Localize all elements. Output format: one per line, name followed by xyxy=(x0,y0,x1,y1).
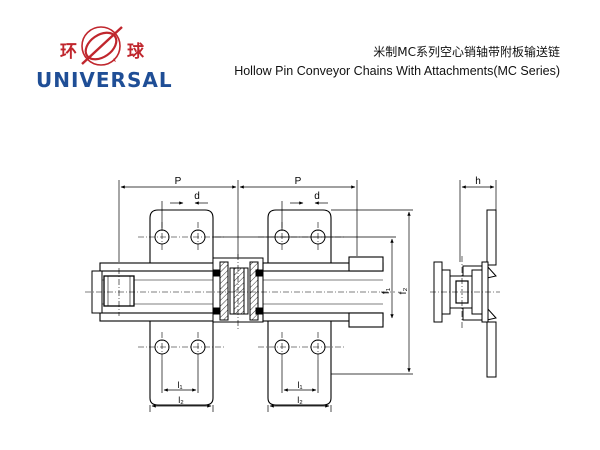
company-logo: 环 球 UNIVERSAL xyxy=(0,0,173,95)
l1-label-right: l₁ xyxy=(297,380,302,390)
l2-label-right: l₂ xyxy=(297,395,303,405)
dimension-labels: P P d d h f₁ f₂ l₁ l₂ l₁ l₂ xyxy=(175,176,481,405)
hole-diameter-label-right: d xyxy=(314,191,320,202)
hole-diameter-label-left: d xyxy=(194,191,200,202)
side-view xyxy=(430,180,500,378)
logo-emblem-icon xyxy=(81,26,123,66)
l2-label-left: l₂ xyxy=(178,395,184,405)
right-link xyxy=(262,209,384,406)
logo-wordmark: UNIVERSAL xyxy=(36,68,173,92)
f1-label: f₁ xyxy=(381,287,392,294)
dimension-lines xyxy=(118,180,413,412)
pitch-label-left: P xyxy=(175,176,182,187)
logo-cn-left: 环 xyxy=(60,42,77,62)
height-label: h xyxy=(475,176,481,187)
center-lines xyxy=(85,222,395,362)
page-title-en: Hollow Pin Conveyor Chains With Attachme… xyxy=(234,64,560,78)
pitch-label-right: P xyxy=(295,176,302,187)
logo-cn-right: 球 xyxy=(127,42,144,62)
f2-label: f₂ xyxy=(398,288,409,295)
l1-label-left: l₁ xyxy=(177,380,182,390)
page-title-cn: 米制MC系列空心销轴带附板输送链 xyxy=(373,45,560,59)
